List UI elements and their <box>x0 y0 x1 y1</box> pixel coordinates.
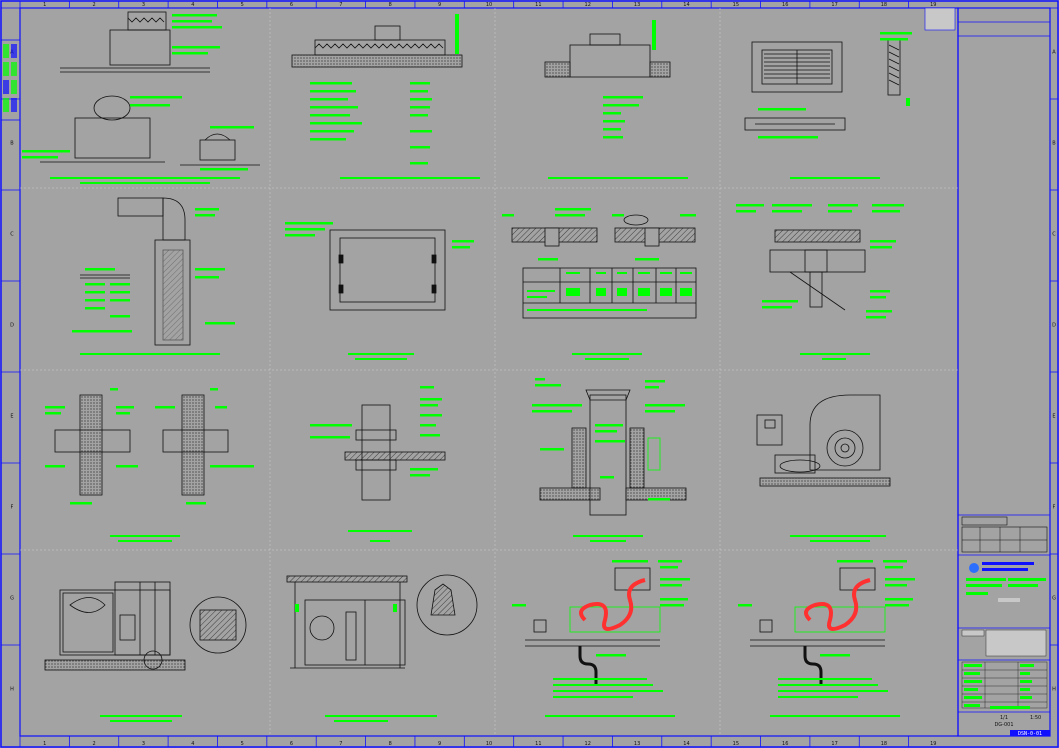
column-marker-label: 12 <box>585 2 591 8</box>
column-marker-label: 8 <box>389 741 392 747</box>
panel-5-labels <box>72 208 235 355</box>
column-marker-label: 1 <box>43 2 46 8</box>
panel-1-cooling-tower <box>40 11 260 166</box>
row-marker-label: D <box>10 323 14 329</box>
column-marker-label: 14 <box>683 2 689 8</box>
panel-15-drain-piping <box>525 567 661 684</box>
panel-7-labels <box>502 208 696 360</box>
column-marker-label: 11 <box>535 2 541 8</box>
drawing-number: DG-001 <box>994 722 1013 728</box>
column-marker-label: 8 <box>389 2 392 8</box>
column-marker-label: 10 <box>486 741 492 747</box>
panel-16-drain-piping-alt <box>750 567 886 684</box>
column-marker-label: 13 <box>634 2 640 8</box>
panel-9-labels <box>45 388 254 542</box>
column-marker-label: 9 <box>438 2 441 8</box>
column-marker-label: 18 <box>881 741 887 747</box>
panel-7-slab-sections <box>511 214 697 319</box>
column-marker-label: 16 <box>782 741 788 747</box>
row-marker-label: E <box>10 414 13 420</box>
panel-3-equipment-pad <box>544 33 671 78</box>
row-marker-label: D <box>1052 323 1056 329</box>
panel-13-labels <box>100 715 182 722</box>
row-marker-label: B <box>1052 141 1056 147</box>
panel-4-labels <box>758 32 912 179</box>
panel-4-louver-grille <box>744 39 901 131</box>
column-marker-label: 17 <box>831 741 837 747</box>
row-marker-label: F <box>1053 505 1056 511</box>
row-marker-label: F <box>11 505 14 511</box>
column-marker-label: 13 <box>634 741 640 747</box>
panel-8-labels <box>736 204 904 360</box>
column-marker-label: 4 <box>191 2 194 8</box>
column-marker-label: 5 <box>241 2 244 8</box>
column-marker-label: 2 <box>92 2 95 8</box>
column-marker-label: 19 <box>930 741 936 747</box>
row-marker-label: H <box>10 687 14 693</box>
panel-3-labels <box>548 20 688 179</box>
panel-9-wall-penetrations <box>54 394 229 496</box>
panel-14-labels <box>295 604 437 722</box>
panel-6-access-door <box>329 229 446 311</box>
panel-16-labels <box>738 560 915 717</box>
column-marker-label: 14 <box>683 741 689 747</box>
column-marker-label: 6 <box>290 2 293 8</box>
drawing-scale: 1:50 <box>1030 715 1041 721</box>
column-marker-label: 15 <box>733 741 739 747</box>
column-marker-label: 12 <box>585 741 591 747</box>
row-marker-label: G <box>1052 596 1056 602</box>
column-marker-label: 17 <box>831 2 837 8</box>
column-marker-label: 18 <box>881 2 887 8</box>
panel-12-labels <box>790 535 886 542</box>
row-marker-label: E <box>1052 414 1055 420</box>
drawing-stamp: DSN-0-01 <box>1018 731 1042 737</box>
panel-2-labels <box>310 14 480 179</box>
row-marker-label: A <box>1052 50 1056 56</box>
column-marker-label: 4 <box>191 741 194 747</box>
panel-5-duct-riser <box>80 197 191 346</box>
panel-10-vertical-duct <box>344 404 446 501</box>
column-marker-label: 1 <box>43 741 46 747</box>
row-marker-label: G <box>10 596 14 602</box>
panel-2-duct-section <box>291 25 463 68</box>
panel-12-fan-base <box>756 394 891 487</box>
row-marker-label: B <box>10 141 14 147</box>
panel-8-ceiling-damper <box>769 229 866 311</box>
column-marker-label: 11 <box>535 741 541 747</box>
sheet-number: 1/1 <box>1000 715 1008 721</box>
left-revision-strip <box>0 39 21 121</box>
panel-grid <box>20 8 958 736</box>
company-logo-icon <box>969 563 979 573</box>
column-marker-label: 15 <box>733 2 739 8</box>
column-marker-label: 3 <box>142 741 145 747</box>
panel-6-labels <box>285 222 474 360</box>
panel-11-roof-curb <box>539 389 687 516</box>
panel-14-suspended-ahu <box>286 574 478 669</box>
column-marker-label: 19 <box>930 2 936 8</box>
title-block: 1/1 DG-001 DSN-0-01 1:50 <box>924 7 1050 737</box>
column-marker-label: 10 <box>486 2 492 8</box>
row-marker-label: C <box>10 232 14 238</box>
column-marker-label: 16 <box>782 2 788 8</box>
panel-11-labels <box>532 378 685 542</box>
column-marker-label: 7 <box>339 741 342 747</box>
panel-15-labels <box>512 560 690 717</box>
column-marker-label: 2 <box>92 741 95 747</box>
column-marker-label: 3 <box>142 2 145 8</box>
column-markers: 1122334455667788991010111112121313141415… <box>19 1 937 747</box>
column-marker-label: 7 <box>339 2 342 8</box>
column-marker-label: 6 <box>290 741 293 747</box>
column-marker-label: 9 <box>438 741 441 747</box>
panel-1-labels <box>22 14 254 184</box>
column-marker-label: 5 <box>241 741 244 747</box>
row-marker-label: C <box>1052 232 1056 238</box>
row-marker-label: H <box>1052 687 1056 693</box>
panel-13-air-handler <box>44 581 247 671</box>
panel-10-labels <box>310 386 442 542</box>
